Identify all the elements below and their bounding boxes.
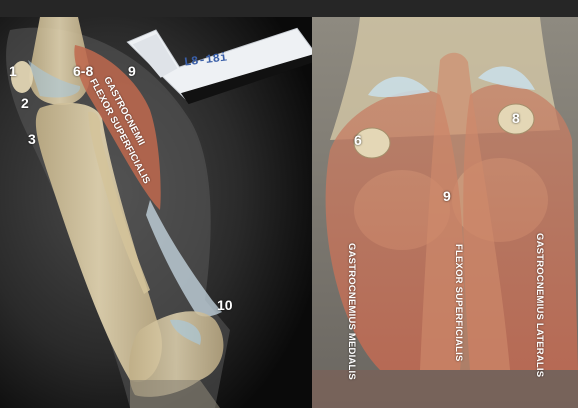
label-9-left: 9 bbox=[128, 63, 136, 79]
label-6-right: 6 bbox=[354, 132, 362, 148]
label-1: 1 bbox=[9, 63, 17, 79]
label-8-right: 8 bbox=[512, 110, 520, 126]
label-gastrocnemius-lateralis: GASTROCNEMIUS LATERALIS bbox=[534, 233, 545, 377]
label-10: 10 bbox=[217, 297, 233, 313]
label-flexor-superficialis-right: FLEXOR SUPERFICIALIS bbox=[453, 244, 464, 361]
label-3: 3 bbox=[28, 131, 36, 147]
top-bar bbox=[0, 0, 578, 17]
label-2: 2 bbox=[21, 95, 29, 111]
label-6-8: 6-8 bbox=[73, 63, 93, 79]
label-9-right: 9 bbox=[443, 188, 451, 204]
label-gastrocnemius-medialis: GASTROCNEMIUS MEDIALIS bbox=[346, 243, 357, 380]
